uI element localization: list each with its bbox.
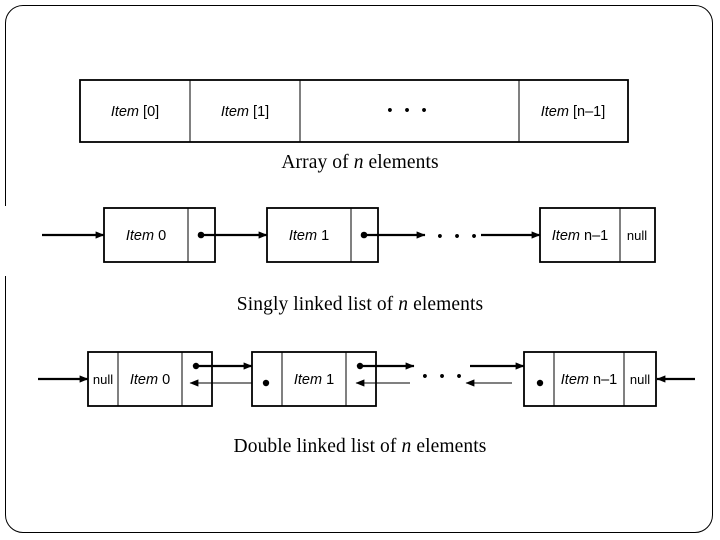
array-cell-last-label: Item [n–1] (541, 104, 605, 120)
singly-node-1-label: Item 1 (289, 228, 329, 244)
singly-ellipsis: • • • (437, 229, 480, 245)
double-node-last-null-label: null (630, 372, 650, 387)
double-node-last-prev-dot (536, 379, 544, 387)
double-caption-suffix: elements (411, 436, 487, 457)
singly-node-0-label: Item 0 (126, 228, 166, 244)
double-caption: Double linked list of n elements (0, 436, 720, 458)
array-caption-suffix: elements (363, 152, 439, 173)
double-node-0-prev-null-label: null (93, 372, 113, 387)
array-cell-0-label: Item [0] (111, 104, 159, 120)
array-cell-1-label: Item [1] (221, 104, 269, 120)
double-node-1-box (251, 351, 377, 407)
double-node-0-label: Item 0 (130, 372, 170, 388)
singly-node-last-label: Item n–1 (552, 228, 608, 244)
singly-node-last-box (539, 207, 656, 263)
singly-caption-prefix: Singly linked list of (236, 294, 399, 315)
singly-linked-list-figure: Item 0 Item 1 • • • (42, 207, 656, 263)
double-node-last-box (523, 351, 657, 407)
double-node-0: null Item 0 (87, 351, 213, 407)
array-caption: Array of n elements (0, 152, 720, 174)
array-caption-var: n (353, 152, 364, 173)
singly-node-1: Item 1 (266, 207, 379, 263)
double-caption-prefix: Double linked list of (233, 436, 402, 457)
double-node-1-label: Item 1 (294, 372, 334, 388)
singly-node-0: Item 0 (103, 207, 216, 263)
singly-node-last-null-label: null (627, 228, 647, 243)
double-caption-var: n (401, 436, 412, 457)
singly-caption-suffix: elements (408, 294, 484, 315)
double-ellipsis: • • • (422, 369, 465, 385)
array-ellipsis: • • • (387, 103, 430, 119)
slide-border-gap (2, 206, 10, 276)
double-linked-list-figure: null Item 0 Item 1 (38, 351, 695, 407)
array-outline (79, 79, 629, 143)
double-node-1-prev-dot (262, 379, 270, 387)
singly-caption: Singly linked list of n elements (0, 294, 720, 316)
singly-caption-var: n (398, 294, 409, 315)
array-figure: Item [0] Item [1] • • • Item [n–1] (79, 79, 629, 143)
singly-node-last: Item n–1 null (539, 207, 656, 263)
array-caption-prefix: Array of (281, 152, 354, 173)
double-node-last-label: Item n–1 (561, 372, 617, 388)
double-node-last: Item n–1 null (523, 351, 657, 407)
double-node-1: Item 1 (251, 351, 377, 407)
double-node-0-box (87, 351, 213, 407)
